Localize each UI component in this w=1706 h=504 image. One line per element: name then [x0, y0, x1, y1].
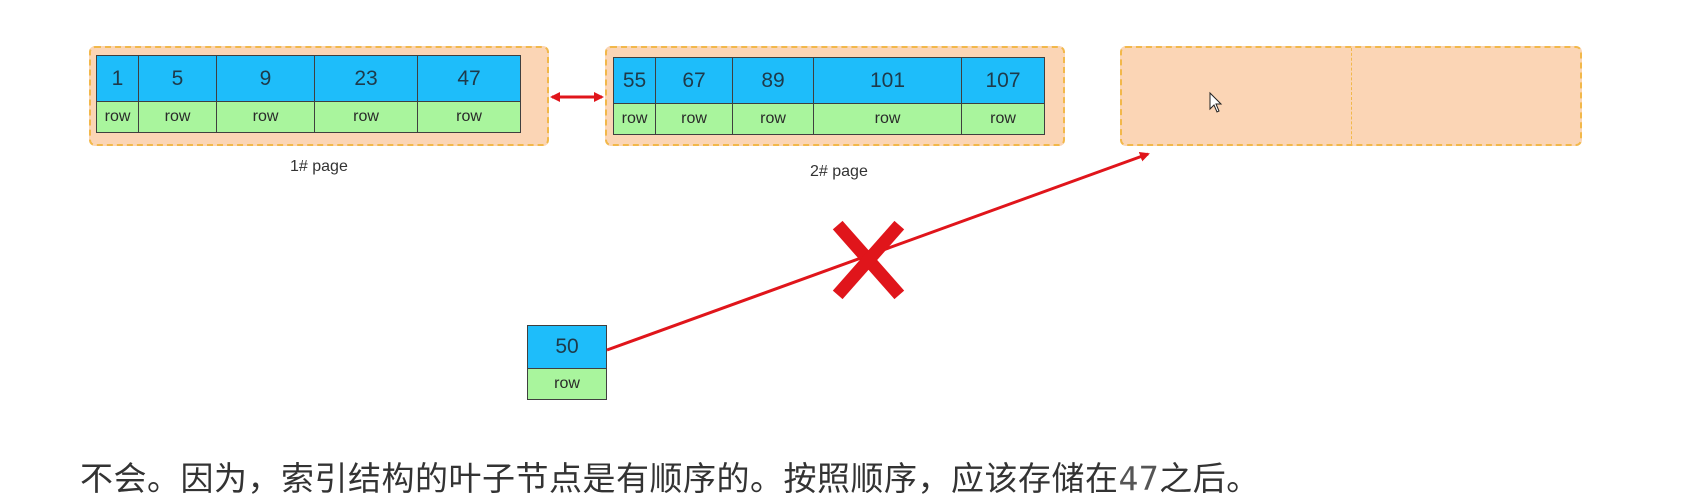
page-1-row-0: row: [96, 101, 139, 133]
page-2-row-3: row: [813, 103, 962, 135]
mouse-cursor-icon: [1209, 91, 1223, 113]
page-1-key-2: 9: [216, 55, 315, 102]
page-2-key-2: 89: [732, 57, 814, 104]
page-2-caption: 2# page: [810, 163, 868, 180]
page-2-key-4: 107: [961, 57, 1045, 104]
new-record-row: row: [527, 368, 607, 400]
page-2-row-0: row: [613, 103, 656, 135]
page-1-key-0: 1: [96, 55, 139, 102]
page-1-row-1: row: [138, 101, 217, 133]
page-2-row-4: row: [961, 103, 1045, 135]
explanation-text: 不会。因为，索引结构的叶子节点是有顺序的。按照顺序，应该存储在47之后。: [80, 452, 1260, 500]
new-record: 50 row: [527, 325, 607, 400]
page-2-row-2: row: [732, 103, 814, 135]
explanation-number: 47: [1118, 459, 1160, 498]
page-1-row-4: row: [417, 101, 521, 133]
page-2-row-1: row: [655, 103, 733, 135]
page-2-key-3: 101: [813, 57, 962, 104]
explanation-after: 之后。: [1159, 459, 1260, 498]
page-1-key-3: 23: [314, 55, 418, 102]
new-record-key: 50: [527, 325, 607, 369]
page-2-table: 55 67 89 101 107 row row row row row: [613, 57, 1045, 135]
page-1-row-3: row: [314, 101, 418, 133]
explanation-before: 不会。因为，索引结构的叶子节点是有顺序的。按照顺序，应该存储在: [80, 459, 1119, 498]
page-1-key-1: 5: [138, 55, 217, 102]
page-1-key-4: 47: [417, 55, 521, 102]
cross-icon: [832, 220, 905, 300]
page-1-table: 1 5 9 23 47 row row row row row: [96, 55, 521, 133]
page-3-divider: [1351, 48, 1352, 144]
page-1-caption: 1# page: [290, 158, 348, 175]
page-2-key-0: 55: [613, 57, 656, 104]
page-2-key-1: 67: [655, 57, 733, 104]
page-1-row-2: row: [216, 101, 315, 133]
